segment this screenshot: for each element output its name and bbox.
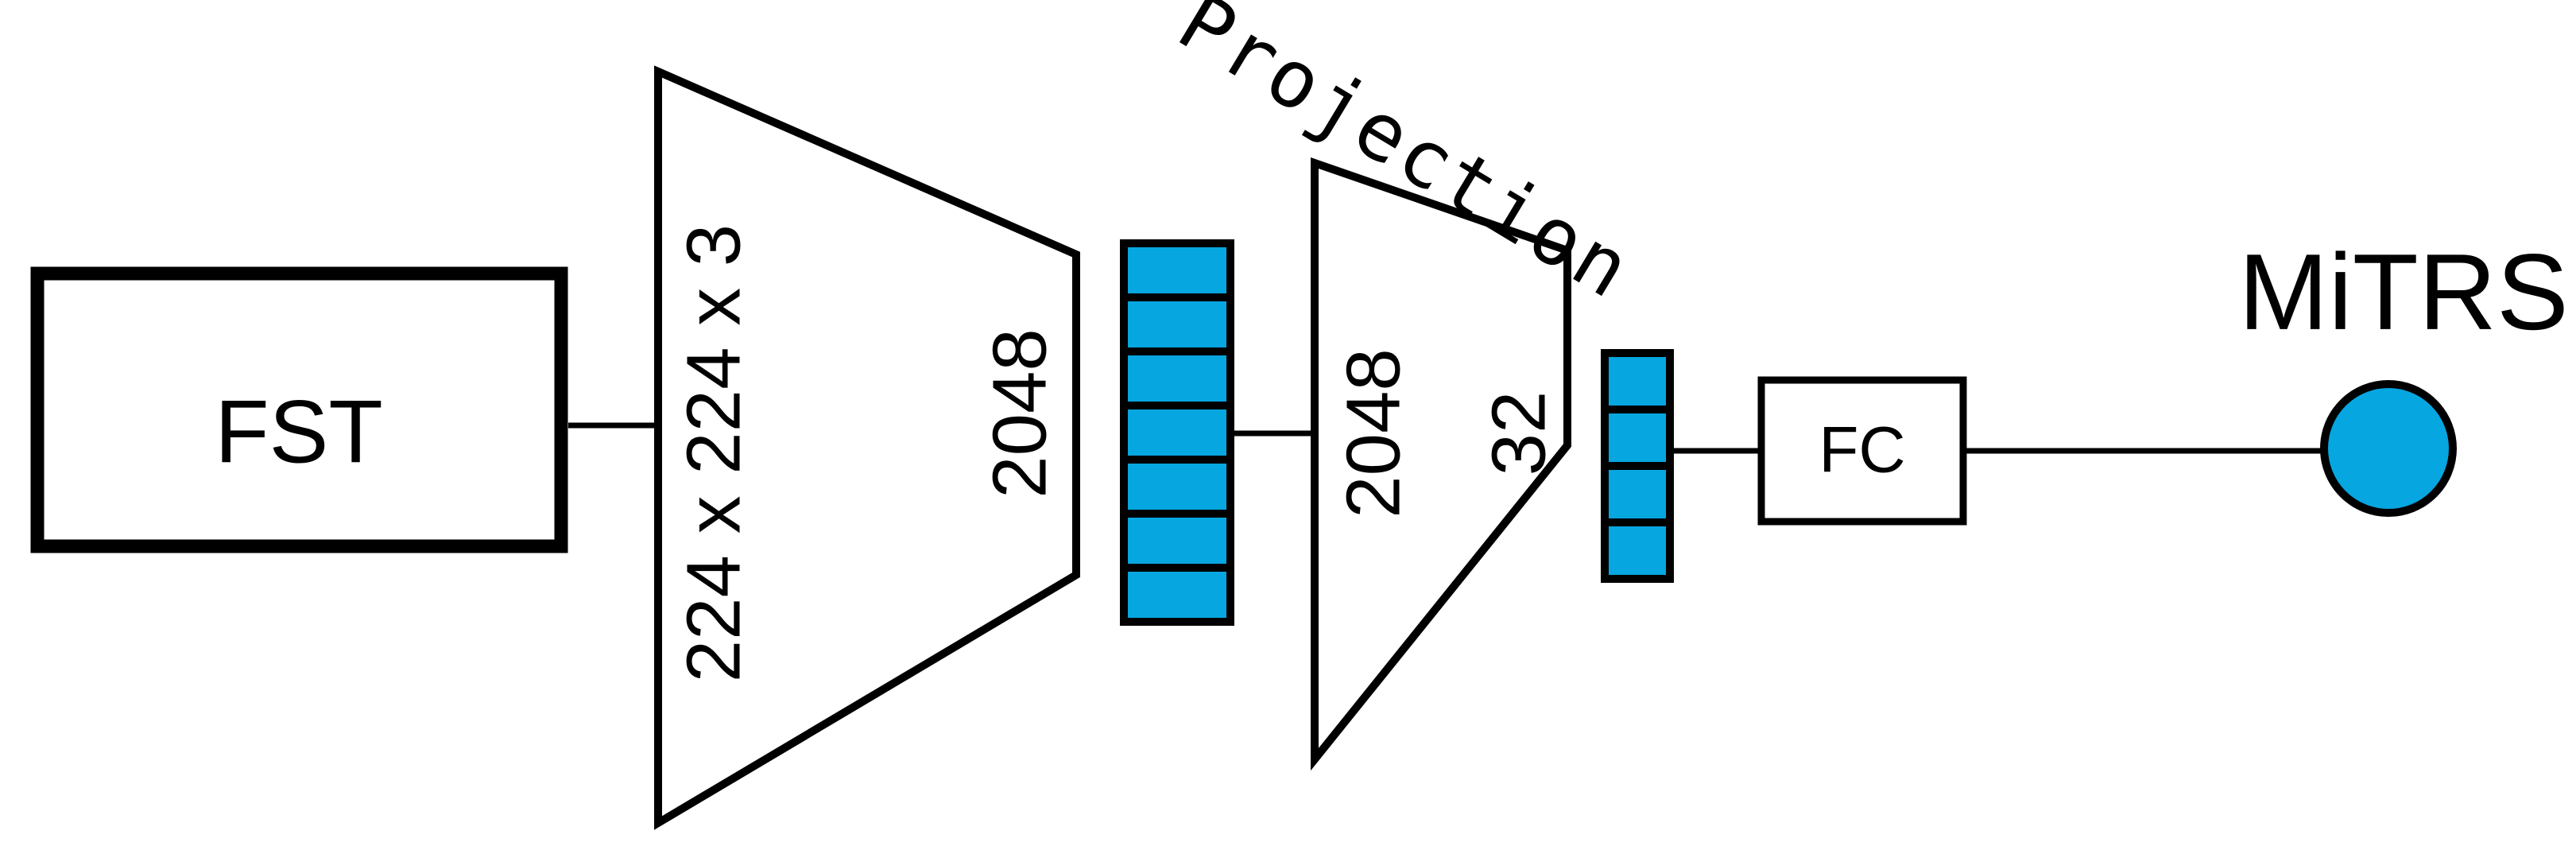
backbone-trapezoid[interactable] xyxy=(654,65,1080,830)
vector-cell xyxy=(1601,462,1674,526)
vector-cell xyxy=(1120,239,1234,301)
vector-cell xyxy=(1120,347,1234,409)
fst-block[interactable] xyxy=(30,266,568,553)
vector-cell xyxy=(1120,293,1234,355)
vector-cell xyxy=(1120,510,1234,572)
projection-input-dims-label: 2048 xyxy=(1331,348,1416,518)
vector-cell xyxy=(1120,402,1234,464)
fc-block-label: FC xyxy=(1819,414,1905,487)
vector-cell xyxy=(1120,564,1234,626)
embedding-vector-stack[interactable] xyxy=(1601,349,1674,583)
fc-block[interactable] xyxy=(1757,376,1967,526)
projection-output-dims-label: 32 xyxy=(1476,391,1561,476)
feature-vector-stack[interactable] xyxy=(1120,239,1234,626)
vector-cell xyxy=(1601,349,1674,413)
projection-trapezoid[interactable] xyxy=(1311,157,1571,771)
vector-cell xyxy=(1601,518,1674,583)
fst-block-label: FST xyxy=(215,382,383,482)
backbone-input-dims-label: 224 x 224 x 3 xyxy=(671,224,756,682)
vector-cell xyxy=(1120,456,1234,518)
mitrs-output-node[interactable] xyxy=(2320,380,2457,517)
backbone-output-dims-label: 2048 xyxy=(977,328,1062,499)
vector-cell xyxy=(1601,406,1674,470)
mitrs-output-label: MiTRS xyxy=(2238,231,2569,352)
